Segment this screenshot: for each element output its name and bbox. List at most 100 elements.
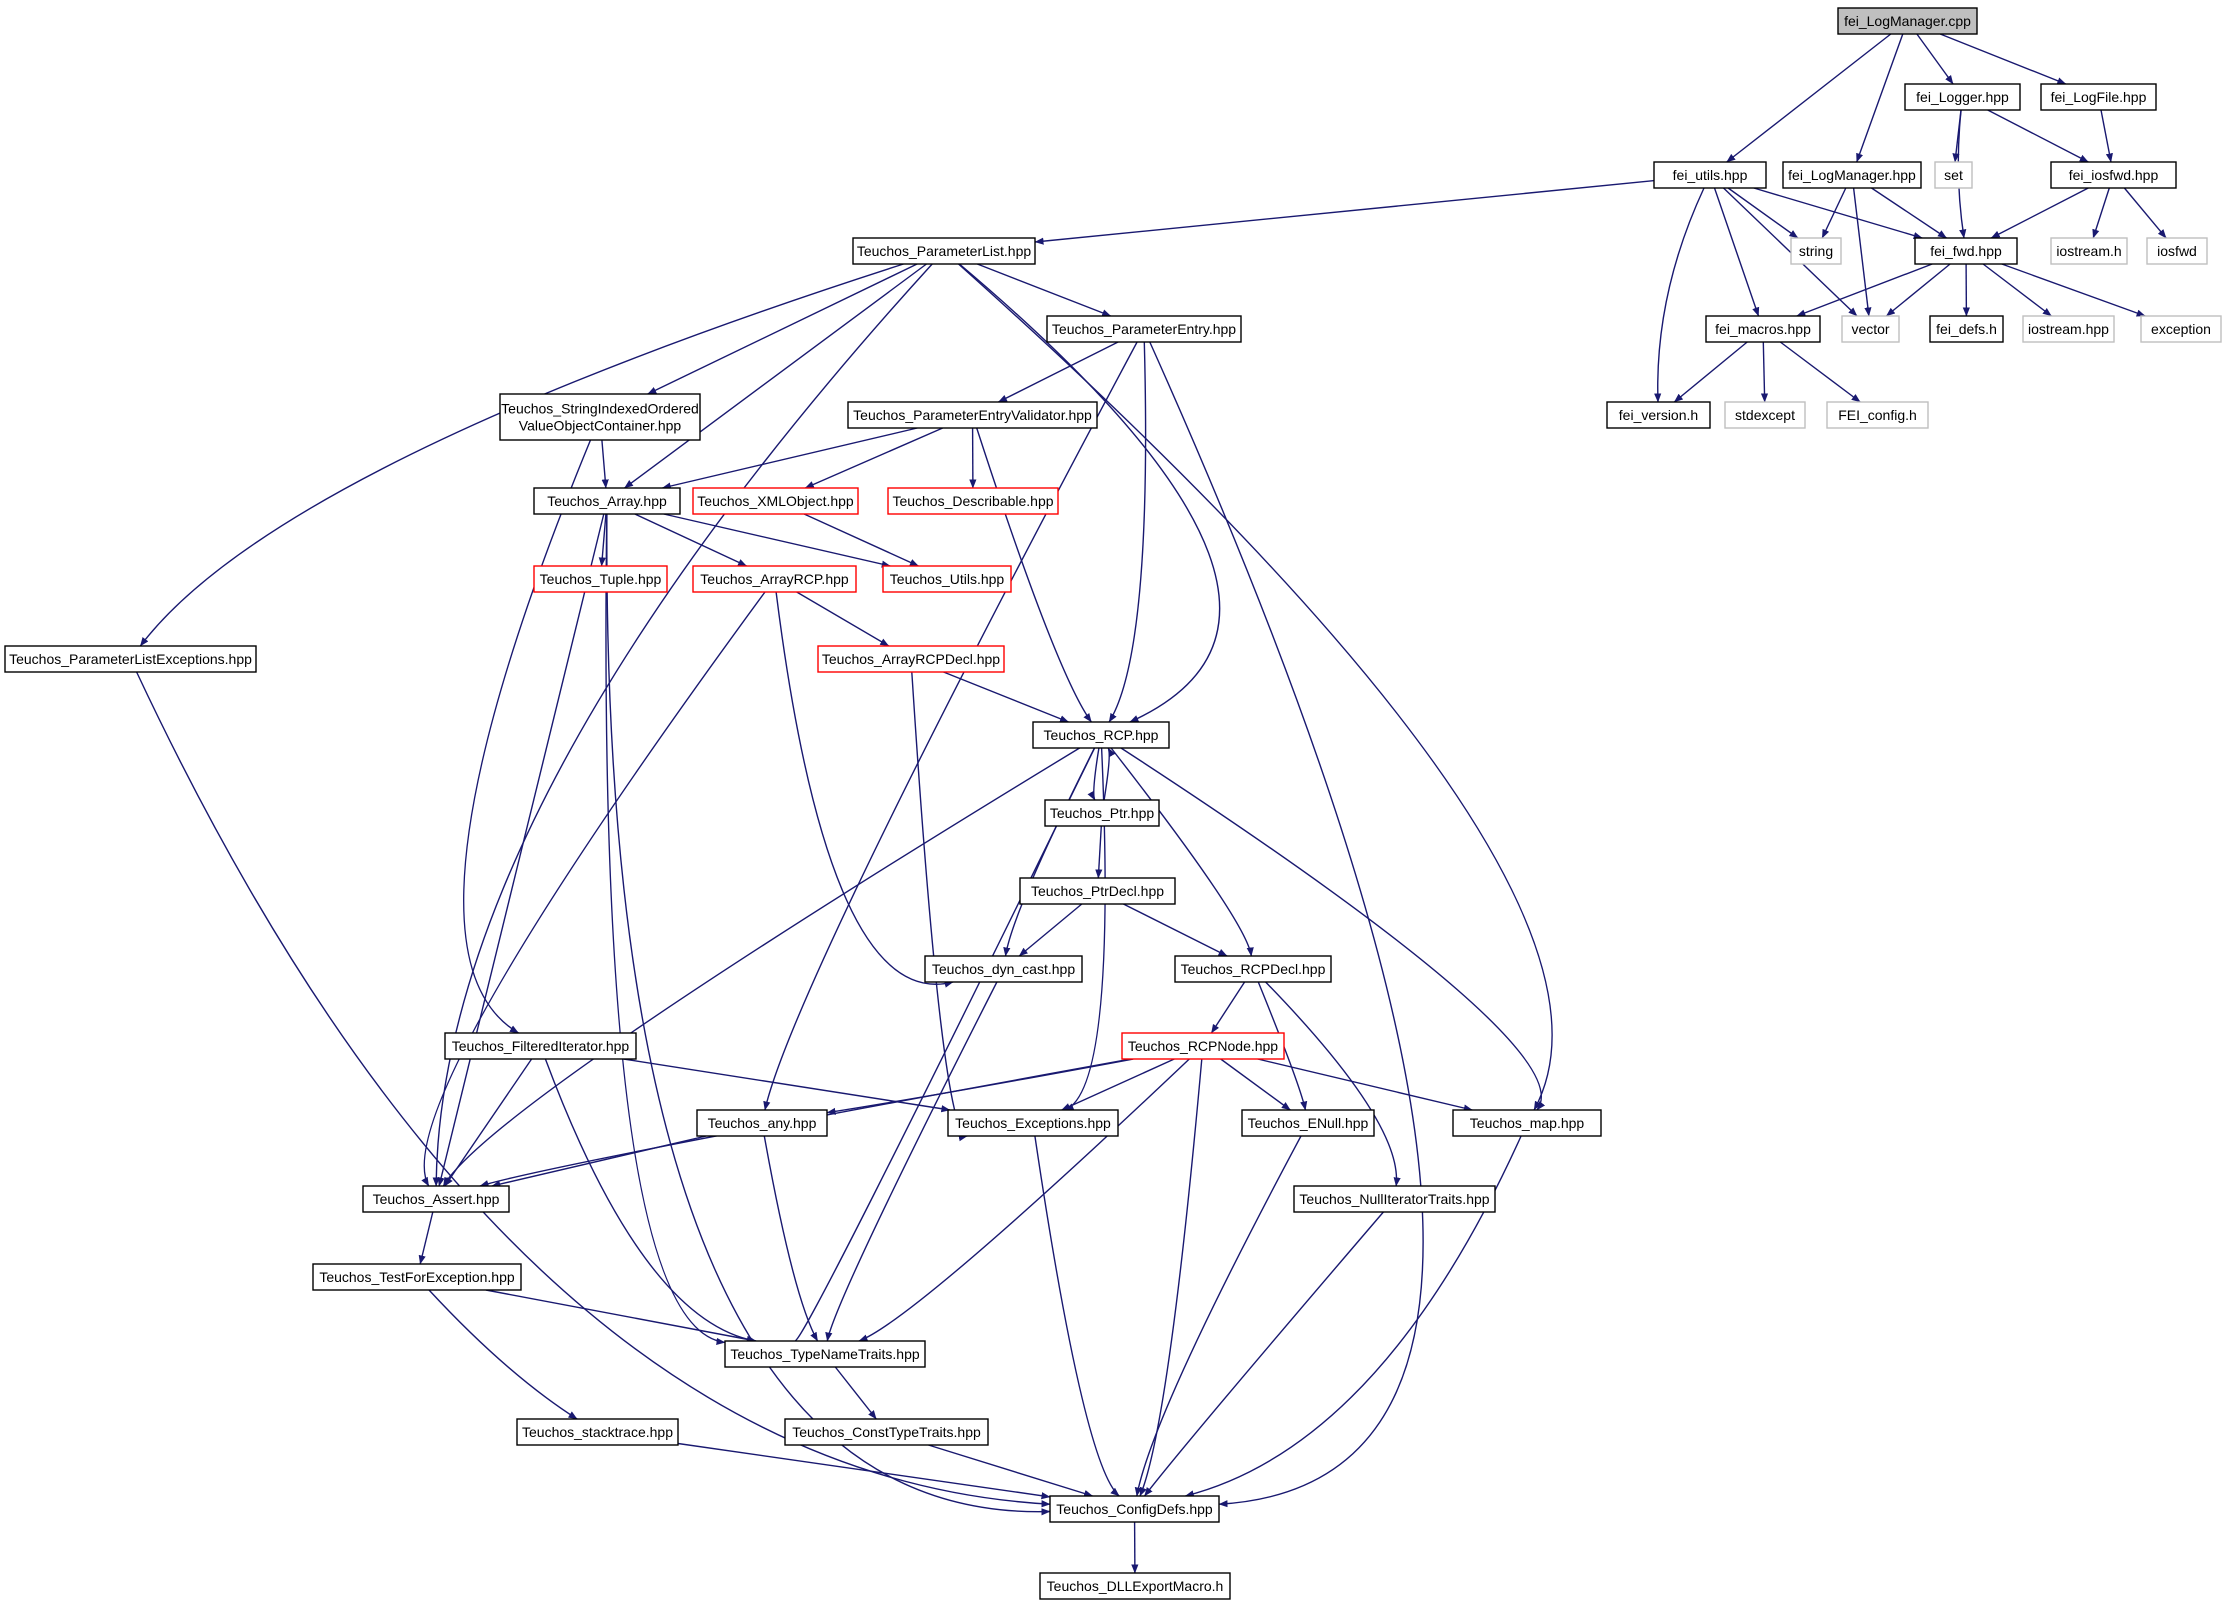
edge-arrow	[858, 1058, 1190, 1342]
node-pev[interactable]: Teuchos_ParameterEntryValidator.hpp	[847, 401, 1098, 429]
edge-arrow	[605, 513, 726, 1345]
node-arcpdecl[interactable]: Teuchos_ArrayRCPDecl.hpp	[817, 645, 1005, 673]
node-stacktrace[interactable]: Teuchos_stacktrace.hpp	[516, 1418, 679, 1446]
edge-fwd-to-iostream_hpp	[1982, 263, 2052, 317]
node-tuple[interactable]: Teuchos_Tuple.hpp	[533, 565, 668, 593]
node-plist[interactable]: Teuchos_ParameterList.hpp	[852, 237, 1036, 265]
edge-arrow	[943, 671, 1069, 723]
edge-arrow	[598, 513, 607, 567]
node-configdefs[interactable]: Teuchos_ConfigDefs.hpp	[1049, 1495, 1220, 1523]
edge-arrow	[1143, 1211, 1384, 1497]
node-nullit[interactable]: Teuchos_NullIteratorTraits.hpp	[1293, 1185, 1496, 1213]
edge-arrow	[997, 341, 1119, 403]
node-enull[interactable]: Teuchos_ENull.hpp	[1241, 1109, 1375, 1137]
node-iosfwd_h[interactable]: fei_iosfwd.hpp	[2050, 161, 2177, 189]
edge-rcp-to-typename	[794, 747, 1096, 1348]
node-tutils[interactable]: Teuchos_Utils.hpp	[882, 565, 1012, 593]
edge-arrow	[1257, 1058, 1473, 1112]
edge-arrow	[661, 427, 918, 490]
edge-utils-to-string	[1727, 187, 1799, 239]
node-logmgrh[interactable]: fei_LogManager.hpp	[1782, 161, 1922, 189]
edge-root-to-logmgrh	[1856, 33, 1904, 163]
node-logfile[interactable]: fei_LogFile.hpp	[2040, 83, 2157, 111]
edge-arrow	[775, 591, 954, 988]
node-arrayrcp[interactable]: Teuchos_ArrayRCP.hpp	[692, 565, 857, 593]
node-box	[1452, 1109, 1602, 1137]
node-ptr[interactable]: Teuchos_Ptr.hpp	[1044, 799, 1160, 827]
node-fwd[interactable]: fei_fwd.hpp	[1914, 237, 2018, 265]
edge-arrow	[647, 263, 918, 395]
edge-plist-to-tmap	[958, 263, 1553, 1111]
edge-rcp-to-tmap	[1120, 747, 1546, 1111]
edge-rcpnode-to-assert	[479, 1058, 1132, 1188]
edge-arrow	[794, 747, 1096, 1348]
node-assert[interactable]: Teuchos_Assert.hpp	[362, 1185, 510, 1213]
node-tmap[interactable]: Teuchos_map.hpp	[1452, 1109, 1602, 1137]
node-typename[interactable]: Teuchos_TypeNameTraits.hpp	[724, 1340, 926, 1368]
edge-plist-to-pentry	[977, 263, 1112, 317]
node-testexc[interactable]: Teuchos_TestForException.hpp	[312, 1263, 522, 1291]
edge-pentry-to-any	[763, 341, 1138, 1111]
node-utils[interactable]: fei_utils.hpp	[1653, 161, 1767, 189]
edge-logfile-to-iosfwd_h	[2100, 109, 2113, 163]
node-ptrdecl[interactable]: Teuchos_PtrDecl.hpp	[1019, 877, 1176, 905]
edge-arrow	[1003, 747, 1096, 957]
node-label: Teuchos_DLLExportMacro.h	[1047, 1578, 1224, 1594]
node-dyncast[interactable]: Teuchos_dyn_cast.hpp	[924, 955, 1083, 983]
edge-arrow	[135, 671, 1051, 1508]
edge-any-to-assert	[491, 1135, 707, 1188]
node-box	[2140, 315, 2222, 343]
node-label: fei_defs.h	[1936, 321, 1997, 337]
node-rcpdecl[interactable]: Teuchos_RCPDecl.hpp	[1174, 955, 1332, 983]
node-consttt[interactable]: Teuchos_ConstTypeTraits.hpp	[784, 1418, 989, 1446]
edge-arrow	[1110, 747, 1254, 957]
node-label: Teuchos_ArrayRCP.hpp	[700, 571, 849, 587]
node-stdexcept: stdexcept	[1724, 401, 1806, 429]
node-label: Teuchos_ConfigDefs.hpp	[1056, 1501, 1213, 1517]
node-box	[1841, 315, 1900, 343]
node-rcpnode[interactable]: Teuchos_RCPNode.hpp	[1121, 1032, 1285, 1060]
edge-array-to-configdefs	[606, 513, 1051, 1516]
node-label: Teuchos_stacktrace.hpp	[522, 1424, 673, 1440]
node-label: fei_utils.hpp	[1673, 167, 1748, 183]
node-box	[947, 1109, 1119, 1137]
node-label: Teuchos_RCPNode.hpp	[1128, 1038, 1278, 1054]
node-describ[interactable]: Teuchos_Describable.hpp	[887, 487, 1059, 515]
edge-arrow	[977, 263, 1112, 317]
edge-macros-to-stdexcept	[1760, 341, 1769, 403]
node-excs[interactable]: Teuchos_Exceptions.hpp	[947, 1109, 1119, 1137]
edge-iosfwd_h-to-iosfwd	[2123, 187, 2167, 239]
edge-plist-to-array	[624, 263, 927, 489]
node-label: Teuchos_dyn_cast.hpp	[932, 961, 1075, 977]
node-logger[interactable]: fei_Logger.hpp	[1904, 83, 2021, 111]
node-plistexc[interactable]: Teuchos_ParameterListExceptions.hpp	[4, 645, 257, 673]
edge-plistexc-to-configdefs	[135, 671, 1051, 1508]
edge-arrayrcp-to-arcpdecl	[796, 591, 890, 647]
node-box	[499, 393, 701, 441]
node-defs[interactable]: fei_defs.h	[1929, 315, 2004, 343]
node-any[interactable]: Teuchos_any.hpp	[696, 1109, 828, 1137]
node-label: Teuchos_NullIteratorTraits.hpp	[1299, 1191, 1489, 1207]
edge-arrow	[1034, 1135, 1120, 1497]
node-label: Teuchos_Utils.hpp	[890, 571, 1005, 587]
node-label: Teuchos_Ptr.hpp	[1050, 805, 1155, 821]
node-filtit[interactable]: Teuchos_FilteredIterator.hpp	[444, 1032, 637, 1060]
node-root[interactable]: fei_LogManager.cpp	[1837, 7, 1978, 35]
node-macros[interactable]: fei_macros.hpp	[1705, 315, 1821, 343]
node-xmlobj[interactable]: Teuchos_XMLObject.hpp	[692, 487, 859, 515]
node-label: iostream.h	[2056, 243, 2121, 259]
node-box	[1174, 955, 1332, 983]
node-pentry[interactable]: Teuchos_ParameterEntry.hpp	[1046, 315, 1242, 343]
node-rcp[interactable]: Teuchos_RCP.hpp	[1032, 721, 1170, 749]
edge-pev-to-array	[661, 427, 918, 490]
node-box	[724, 1340, 926, 1368]
node-dllexp[interactable]: Teuchos_DLLExportMacro.h	[1039, 1572, 1231, 1600]
edge-arrow	[444, 1058, 533, 1187]
node-array[interactable]: Teuchos_Array.hpp	[533, 487, 681, 515]
node-label: Teuchos_FilteredIterator.hpp	[452, 1038, 630, 1054]
edge-arrow	[1108, 341, 1147, 723]
edge-filtit-to-assert	[444, 1058, 533, 1187]
node-sivoc[interactable]: Teuchos_StringIndexedOrderedValueObjectC…	[499, 393, 701, 441]
node-version[interactable]: fei_version.h	[1606, 401, 1711, 429]
